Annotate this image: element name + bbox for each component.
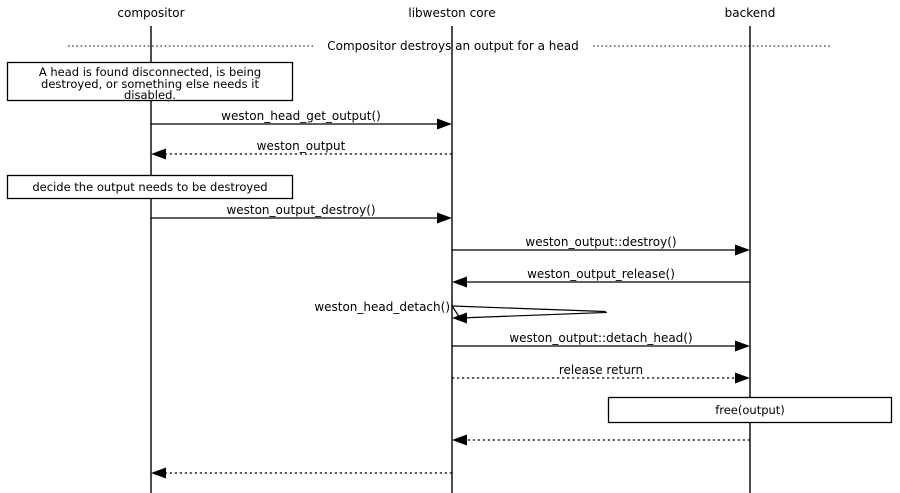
message-label-weston-head-detach: weston_head_detach() <box>314 300 450 314</box>
arrowhead-right-icon <box>437 118 452 130</box>
note-decide-destroy-box <box>6 174 294 200</box>
message-label-release-return: release return <box>559 363 643 377</box>
message-weston-output-destroy: weston_output_destroy() <box>151 203 452 224</box>
actor-header-backend: backend <box>725 6 776 20</box>
message-selfloop-weston-head-detach <box>450 305 608 319</box>
arrowhead-right-icon <box>735 340 750 352</box>
message-weston-output-destroy-vfunc: weston_output::destroy() <box>452 235 750 256</box>
note-decide-destroy-line-1: decide the output needs to be destroyed <box>32 180 267 194</box>
message-weston-output-release: weston_output_release() <box>452 267 750 288</box>
message-label-weston-output-destroy: weston_output_destroy() <box>226 203 375 217</box>
note-head-disconnected: A head is found disconnected, is being d… <box>6 61 294 102</box>
actor-label-libweston-core: libweston core <box>408 6 495 20</box>
note-free-output-box <box>607 396 893 424</box>
arrowhead-right-icon <box>437 212 452 224</box>
actor-header-compositor: compositor <box>117 6 184 20</box>
note-free-output-line-1: free(output) <box>715 403 785 417</box>
message-weston-output-return: weston_output <box>151 139 452 160</box>
arrowhead-left-icon <box>452 276 467 288</box>
note-head-disconnected-line-3: disabled. <box>124 88 176 102</box>
arrowhead-right-icon <box>735 244 750 256</box>
note-free-output: free(output) <box>607 396 893 424</box>
message-weston-head-detach: weston_head_detach() <box>314 300 608 324</box>
note-head-disconnected-box <box>6 61 294 102</box>
message-label-weston-output-destroy-vfunc: weston_output::destroy() <box>525 235 676 249</box>
arrowhead-left-icon <box>151 467 166 479</box>
note-decide-destroy: decide the output needs to be destroyed <box>6 174 294 200</box>
note-head-disconnected-line-2: destroyed, or something else needs it <box>41 77 259 91</box>
message-label-weston-output-release: weston_output_release() <box>527 267 675 281</box>
message-label-weston-output-return: weston_output <box>257 139 346 153</box>
message-core-return <box>151 467 452 479</box>
message-weston-head-get-output: weston_head_get_output() <box>151 109 452 130</box>
actor-header-libweston-core: libweston core <box>408 6 495 20</box>
arrowhead-left-icon <box>151 148 166 160</box>
message-label-weston-head-get-output: weston_head_get_output() <box>221 109 381 123</box>
separator-label: Compositor destroys an output for a head <box>327 39 579 53</box>
note-head-disconnected-line-1: A head is found disconnected, is being <box>39 65 261 79</box>
message-backend-return <box>452 434 750 446</box>
arrowhead-left-icon <box>452 434 467 446</box>
arrowhead-left-icon <box>452 312 467 324</box>
arrowhead-right-icon <box>735 372 750 384</box>
message-release-return: release return <box>452 363 750 384</box>
separator-compositor-destroys-output: Compositor destroys an output for a head <box>68 39 832 53</box>
actor-label-compositor: compositor <box>117 6 184 20</box>
message-weston-output-detach-head: weston_output::detach_head() <box>452 331 750 352</box>
message-label-weston-output-detach-head: weston_output::detach_head() <box>509 331 692 345</box>
actor-label-backend: backend <box>725 6 776 20</box>
